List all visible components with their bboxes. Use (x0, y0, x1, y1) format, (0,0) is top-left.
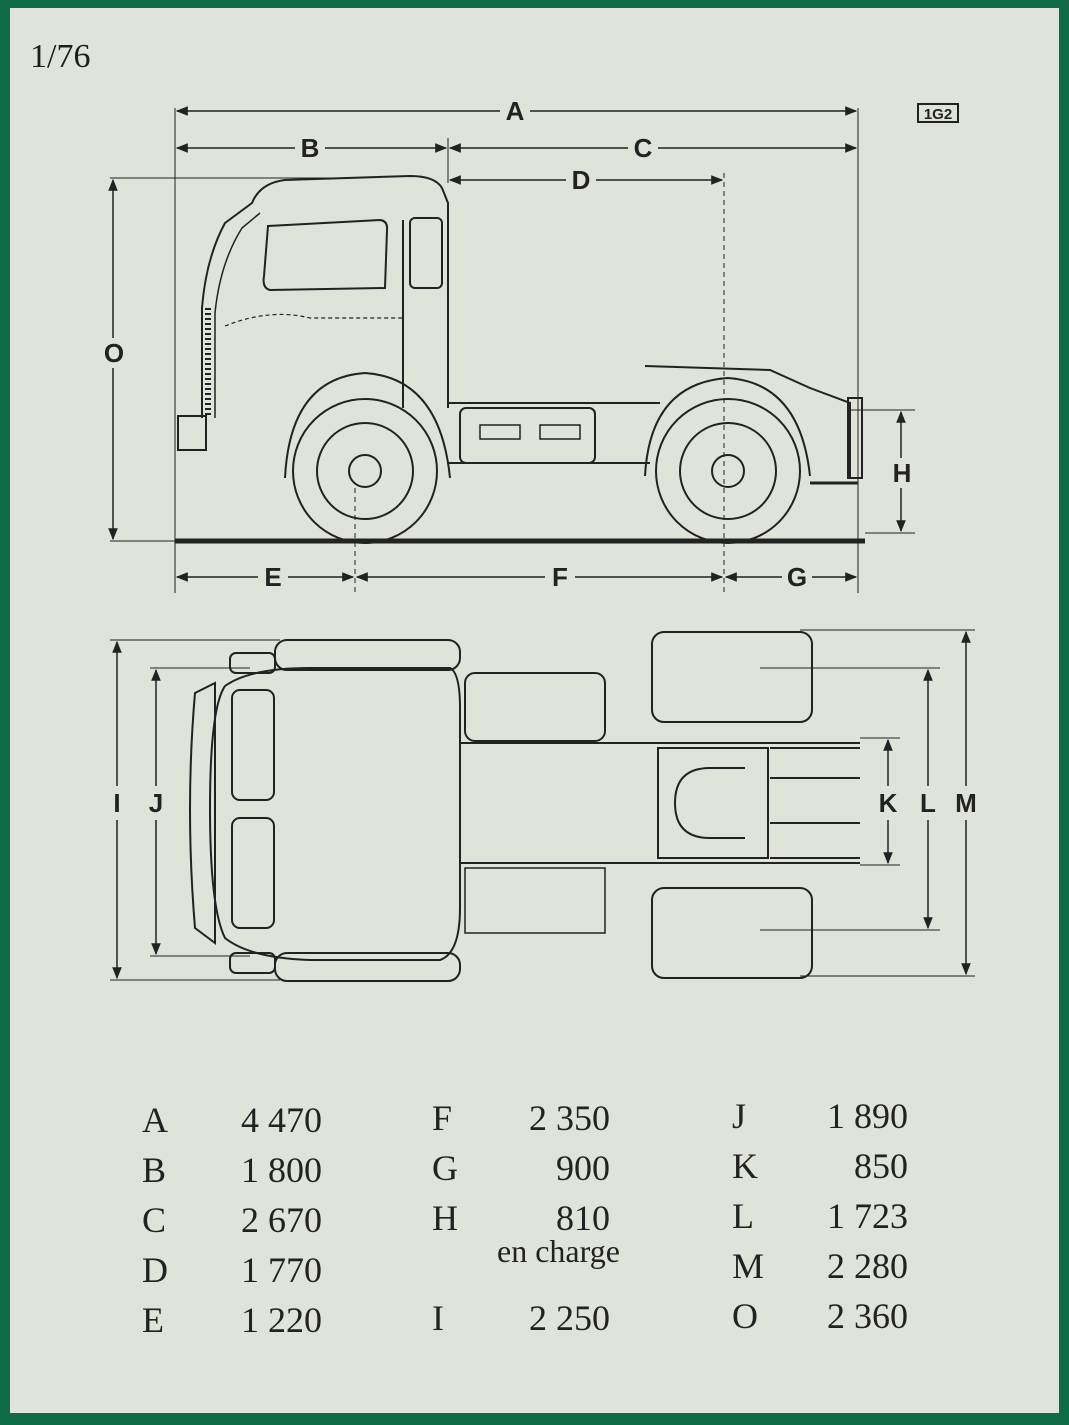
label-d: D (572, 165, 591, 195)
label-l: L (920, 788, 936, 818)
dim-row-g: G 900 (432, 1148, 610, 1188)
top-view (110, 629, 975, 982)
front-wheel (292, 398, 438, 544)
dim-row-d: D 1 770 (142, 1250, 322, 1290)
rear-wheel-arch (644, 376, 811, 477)
label-m: M (955, 788, 977, 818)
dim-row-k: K 850 (732, 1146, 908, 1186)
h-load-note: en charge (497, 1233, 620, 1269)
label-o: O (104, 338, 124, 368)
side-dimensions (108, 106, 906, 582)
side-view (110, 108, 915, 593)
dim-row-f: F 2 350 (432, 1098, 610, 1138)
top-dimensions (112, 630, 971, 980)
label-b: B (301, 133, 320, 163)
front-wheel-arch (284, 371, 451, 479)
cab-outline (201, 174, 449, 418)
fifth-wheel-plate (644, 365, 851, 478)
dim-row-l: L 1 723 (732, 1196, 908, 1236)
fuel-tank (459, 407, 596, 464)
dim-row-e: E 1 220 (142, 1300, 322, 1340)
rear-tyre-left (651, 631, 813, 723)
label-g: G (787, 562, 807, 592)
dim-row-c: C 2 670 (142, 1200, 322, 1240)
drawing-sheet: 1/76 1G2 (10, 8, 1059, 1413)
front-bumper (177, 415, 207, 451)
fifth-wheel-top (657, 747, 769, 859)
rear-tyre-right (651, 887, 813, 979)
label-a: A (506, 96, 525, 126)
dim-row-a: A 4 470 (142, 1100, 322, 1140)
dim-row-i: I 2 250 (432, 1298, 610, 1338)
rear-wheel (655, 398, 801, 544)
front-grille (189, 681, 216, 945)
top-fuel-tank (464, 672, 606, 742)
dim-row-m: M 2 280 (732, 1246, 908, 1286)
label-k: K (879, 788, 898, 818)
dimension-table: A 4 470 B 1 800 C 2 670 D 1 770 E 1 220 … (10, 1088, 1059, 1388)
scale-label: 1/76 (30, 38, 91, 75)
truck-drawing: 1G2 (99, 96, 982, 982)
label-h: H (893, 458, 912, 488)
windshield-window (262, 218, 389, 292)
dim-row-o: O 2 360 (732, 1296, 908, 1336)
dim-row-b: B 1 800 (142, 1150, 322, 1190)
reference-box: 1G2 (917, 103, 959, 123)
cab-roof (208, 667, 461, 961)
reference-text: 1G2 (924, 106, 952, 123)
label-c: C (634, 133, 653, 163)
dim-row-h: H 810 (432, 1198, 610, 1238)
label-i: I (113, 788, 120, 818)
label-f: F (552, 562, 568, 592)
side-window (409, 217, 443, 289)
dim-row-j: J 1 890 (732, 1096, 908, 1136)
label-j: J (149, 788, 163, 818)
label-e: E (264, 562, 281, 592)
